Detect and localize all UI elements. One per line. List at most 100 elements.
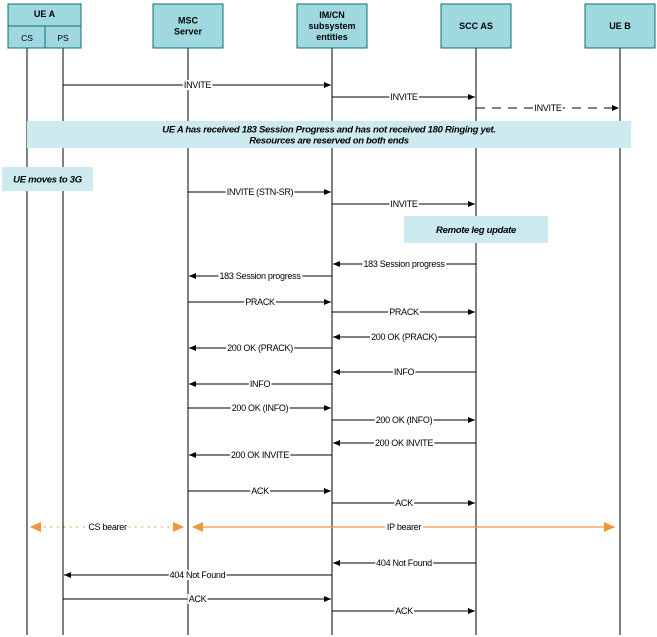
ueb-header-line: UE B <box>609 21 631 31</box>
bearer-label-bg <box>86 522 129 532</box>
message-label-bg <box>388 307 421 317</box>
scc-header-line: SCC AS <box>459 21 493 31</box>
message-label: PRACK <box>389 307 419 317</box>
scc-header: SCC AS <box>440 3 512 49</box>
ueb-header-box <box>584 3 656 49</box>
message: PRACK <box>332 307 475 317</box>
message-label: ACK <box>395 606 413 616</box>
message-label-bg <box>389 199 419 209</box>
moves-note-text: UE moves to 3G <box>13 175 83 186</box>
message-label: 404 Not Found <box>170 570 226 580</box>
message-label: INFO <box>250 379 271 389</box>
message-label: 200 OK (INFO) <box>376 415 433 425</box>
ueb-header: UE B <box>584 3 656 49</box>
ue-a-ps-label: PS <box>57 33 69 43</box>
moves-note: UE moves to 3G <box>2 167 93 191</box>
ims-header-line: entities <box>316 32 348 42</box>
progress-note-text: Resources are reserved on both ends <box>249 136 409 147</box>
ims-header-line: subsystem <box>308 21 355 31</box>
message-label: PRACK <box>245 297 275 307</box>
message: 200 OK INVITE <box>189 450 332 460</box>
bearer-label-bg <box>384 522 424 532</box>
message: INVITE <box>332 199 475 209</box>
message: INFO <box>189 379 332 389</box>
message-label-bg <box>230 403 290 413</box>
message-label-bg <box>373 438 435 448</box>
bearer-0: CS bearer <box>30 522 184 532</box>
ue-a-cs-label: CS <box>21 33 33 43</box>
message-label: 200 OK INVITE <box>231 450 289 460</box>
message-label: INVITE <box>390 199 418 209</box>
message-label: 200 OK (INFO) <box>232 403 289 413</box>
message-label-bg <box>374 415 434 425</box>
message: ACK <box>63 594 331 604</box>
message: 200 OK (PRACK) <box>189 343 332 353</box>
message: ACK <box>188 486 331 496</box>
message-label-bg <box>375 558 434 568</box>
ims-header-line: IM/CN <box>319 10 345 20</box>
message-label-bg <box>394 606 415 616</box>
progress-note: UE A has received 183 Session Progress a… <box>27 121 631 148</box>
message-label-bg <box>187 594 208 604</box>
remote-leg-note-box <box>404 216 548 243</box>
message-label-bg <box>250 486 271 496</box>
message-label-bg <box>370 332 439 342</box>
message-label: 200 OK (PRACK) <box>227 343 293 353</box>
message-label: INVITE <box>390 92 418 102</box>
message-label: INVITE <box>534 103 562 113</box>
progress-note-box <box>27 121 631 148</box>
message: 404 Not Found <box>333 558 476 568</box>
message-label: INFO <box>394 367 415 377</box>
message-label-bg <box>229 450 291 460</box>
remote-leg-note: Remote leg update <box>404 216 548 243</box>
message-label-bg <box>226 343 295 353</box>
message-label-bg <box>218 271 303 281</box>
bearer-1: IP bearer <box>192 522 615 532</box>
message: INFO <box>333 367 476 377</box>
message: 200 OK INVITE <box>333 438 476 448</box>
message: PRACK <box>188 297 331 307</box>
bearer-label: CS bearer <box>88 522 127 532</box>
message-label-bg <box>394 498 415 508</box>
message-label: 200 OK (PRACK) <box>371 332 437 342</box>
message-label: ACK <box>395 498 413 508</box>
message-label-bg <box>533 103 563 113</box>
message: INVITE <box>332 92 475 102</box>
message-label: ACK <box>251 486 269 496</box>
message: 183 Session progress <box>189 271 332 281</box>
message-label: INVITE <box>184 80 212 90</box>
msc-header-line: Server <box>174 27 203 37</box>
message: 200 OK (INFO) <box>188 403 331 413</box>
moves-note-box <box>2 167 93 191</box>
remote-leg-note-text: Remote leg update <box>436 225 517 236</box>
message-label-bg <box>244 297 277 307</box>
msc-header-box <box>152 3 224 49</box>
message: 200 OK (INFO) <box>332 415 475 425</box>
ims-header-box <box>296 3 368 49</box>
message-label: 404 Not Found <box>376 558 432 568</box>
ue-a-header: UE A CS PS <box>7 3 82 49</box>
message: ACK <box>332 498 475 508</box>
msc-header-line: MSC <box>178 16 199 26</box>
message-label: 200 OK INVITE <box>375 438 433 448</box>
message-label: INVITE (STN-SR) <box>227 187 294 197</box>
message-label-bg <box>392 367 416 377</box>
message-label-bg <box>225 187 295 197</box>
message-label-bg <box>248 379 272 389</box>
message: 200 OK (PRACK) <box>333 332 476 342</box>
message: 404 Not Found <box>64 570 332 580</box>
scc-header-box <box>440 3 512 49</box>
message-label-bg <box>168 570 227 580</box>
message: INVITE (STN-SR) <box>188 187 331 197</box>
message: ACK <box>332 606 475 616</box>
message: 183 Session progress <box>333 259 476 269</box>
message: INVITE <box>476 103 619 113</box>
progress-note-text: UE A has received 183 Session Progress a… <box>162 125 495 136</box>
message: INVITE <box>63 80 331 90</box>
message-label-bg <box>362 259 447 269</box>
message-label: 183 Session progress <box>219 271 301 281</box>
message-label: 183 Session progress <box>363 259 445 269</box>
